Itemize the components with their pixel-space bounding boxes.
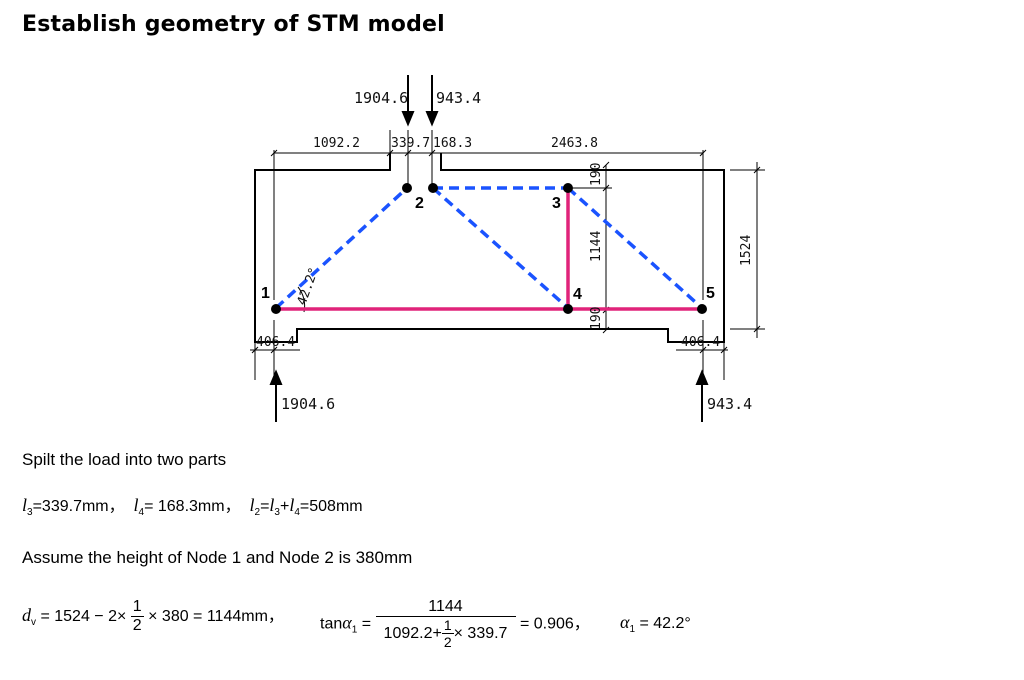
nodes: [271, 183, 707, 314]
dim-2463: 2463.8: [551, 136, 598, 151]
dim-406-left: 406.4: [256, 335, 295, 350]
struts: [274, 186, 704, 310]
node-label-3: 3: [552, 195, 561, 212]
strut-2-4: [431, 186, 570, 310]
bottom-reaction-arrows: [269, 369, 709, 422]
top-load-right: 943.4: [436, 89, 481, 107]
node-label-2: 2: [415, 195, 424, 212]
node-label-5: 5: [706, 285, 715, 302]
dim-190-top: 190: [589, 163, 604, 186]
top-load-arrows: [401, 75, 439, 127]
assume-text: Assume the height of Node 1 and Node 2 i…: [22, 548, 413, 567]
split-text: Spilt the load into two parts: [22, 450, 227, 469]
strut-3-5: [566, 186, 704, 310]
dim-1144: 1144: [589, 231, 604, 262]
node-label-1: 1: [261, 285, 270, 302]
node-3: [563, 183, 573, 193]
beam-outline: [254, 153, 725, 343]
ties: [276, 188, 702, 311]
bottom-reaction-right: 943.4: [707, 395, 752, 413]
node-4: [563, 304, 573, 314]
dim-190-bot: 190: [589, 307, 604, 330]
strut-1-2: [274, 186, 409, 310]
dim-168: 168.3: [433, 136, 472, 151]
top-load-left: 1904.6: [354, 89, 408, 107]
node-label-4: 4: [573, 286, 582, 303]
dim-339: 339.7: [391, 136, 430, 151]
dim-406-right: 406.4: [681, 335, 720, 350]
dim-1092: 1092.2: [313, 136, 360, 151]
node-2a: [402, 183, 412, 193]
equation-alpha: α1 = 42.2°: [620, 612, 691, 635]
stm-diagram: 1 2 3 4 5 1904.6 943.4 1904.6 943.4 1092…: [250, 75, 765, 422]
node-2b: [428, 183, 438, 193]
node-1: [271, 304, 281, 314]
page-title: Establish geometry of STM model: [22, 12, 445, 37]
bottom-reaction-left: 1904.6: [281, 395, 335, 413]
node-5: [697, 304, 707, 314]
angle-label: 42.2°: [295, 265, 322, 307]
dimension-lines: [250, 130, 765, 380]
dim-1524: 1524: [739, 235, 754, 266]
equation-lengths: l3=339.7mm， l4= 168.3mm， l2=l3+l4=508mm: [22, 495, 363, 518]
